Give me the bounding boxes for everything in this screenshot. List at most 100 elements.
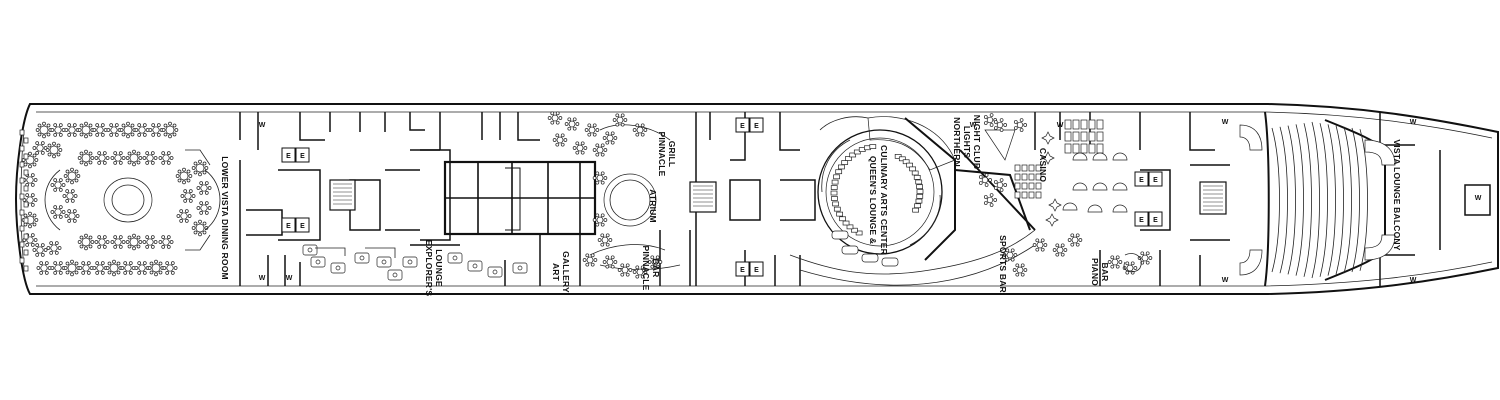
dining-table (617, 263, 633, 277)
lounge-seat (902, 159, 910, 165)
dining-table (602, 255, 618, 269)
svg-text:GRILL: GRILL (667, 141, 677, 168)
dining-table (64, 123, 80, 137)
elevator-marker: E (740, 267, 745, 274)
slot-machine (1021, 182, 1028, 190)
dining-table (134, 123, 150, 137)
central-atrium-grid (443, 160, 597, 236)
booth-seat (23, 153, 29, 160)
elevator-marker: E (286, 153, 291, 160)
dining-table (983, 193, 998, 207)
dining-table (77, 149, 95, 167)
lounge-seat (915, 179, 923, 185)
lounge-seat (833, 174, 840, 180)
dining-table (77, 233, 95, 251)
seating-row (1343, 126, 1352, 274)
slot-machine (1028, 191, 1035, 199)
svg-text:NIGHT CLUB: NIGHT CLUB (972, 115, 982, 169)
dining-table (45, 141, 63, 159)
dining-table (120, 261, 136, 275)
dining-table (1122, 261, 1138, 275)
booth-seat (23, 169, 29, 176)
dining-table (134, 261, 150, 275)
dining-table (552, 133, 568, 147)
dining-table (175, 167, 193, 185)
dining-table (36, 261, 52, 275)
dining-table (110, 151, 126, 165)
lounge-seat (830, 190, 838, 196)
svg-text:PINNACLE: PINNACLE (657, 131, 667, 176)
lounge-seat (841, 160, 849, 165)
piano (1123, 253, 1142, 273)
gaming-table (1092, 182, 1108, 191)
lounge-seat (846, 224, 854, 230)
gaming-table (1112, 152, 1128, 161)
svg-text:ART: ART (551, 263, 561, 282)
dining-table (158, 151, 174, 165)
dining-table (78, 261, 94, 275)
dining-table (993, 118, 1008, 132)
label-queens-lounge: QUEEN'S LOUNGE & CULINARY ARTS CENTER (868, 145, 889, 255)
elevator-marker: E (300, 223, 305, 230)
dining-table (1067, 233, 1083, 247)
label-art-gallery: ART GALLERY (551, 251, 571, 293)
dining-table (147, 259, 165, 277)
dining-table (632, 265, 648, 279)
elevator-marker: E (754, 123, 759, 130)
lounge-seat (894, 154, 902, 159)
dining-table (142, 151, 158, 165)
sofa (841, 245, 859, 255)
slot-machine (1096, 131, 1104, 142)
lounge-seat (833, 206, 841, 212)
restroom-marker: W (970, 122, 977, 129)
booth-seat (23, 217, 29, 224)
svg-text:PINNACLE: PINNACLE (641, 245, 651, 290)
dining-table (1013, 118, 1028, 132)
elevator-marker: E (1139, 177, 1144, 184)
seating-row (1287, 125, 1296, 275)
bar-counter (315, 247, 396, 258)
lounge-seat (831, 179, 839, 185)
dining-table (180, 189, 196, 203)
dining-table (64, 209, 80, 223)
star-table (1045, 213, 1059, 227)
svg-text:EXPLORER'S: EXPLORER'S (424, 240, 434, 297)
seating-row (1271, 127, 1280, 273)
slot-machine (1028, 164, 1035, 172)
elevator-marker: E (740, 123, 745, 130)
booth-seat (23, 265, 29, 272)
slot-machine (1072, 119, 1080, 130)
svg-text:QUEEN'S LOUNGE &: QUEEN'S LOUNGE & (868, 156, 878, 244)
lounge-seat (836, 211, 844, 217)
dining-table (564, 117, 580, 131)
slot-machine (1021, 164, 1028, 172)
seating-row (1335, 125, 1344, 275)
label-northern-lights: NORTHERN LIGHTS NIGHT CLUB (952, 115, 982, 169)
slot-machine (1072, 143, 1080, 154)
booth-seat (23, 233, 29, 240)
dining-table (92, 261, 108, 275)
dining-table (592, 213, 608, 227)
lounge-seat (916, 184, 923, 190)
dining-table (176, 209, 192, 223)
slot-machine (1064, 119, 1072, 130)
elevator-marker: E (1153, 177, 1158, 184)
lounge-seat (835, 169, 843, 175)
restroom-marker: W (1410, 119, 1417, 126)
label-sports-bar: SPORTS BAR (998, 235, 1008, 293)
dining-table (62, 189, 78, 203)
sofa (831, 230, 849, 240)
svg-text:CULINARY ARTS CENTER: CULINARY ARTS CENTER (879, 145, 889, 255)
dining-table (50, 178, 66, 192)
lounge-seat (914, 203, 921, 209)
dining-table (105, 259, 123, 277)
slot-machine (1096, 119, 1104, 130)
gaming-table (1092, 152, 1108, 161)
slot-machine (1021, 173, 1028, 181)
booth-seat (19, 193, 25, 200)
